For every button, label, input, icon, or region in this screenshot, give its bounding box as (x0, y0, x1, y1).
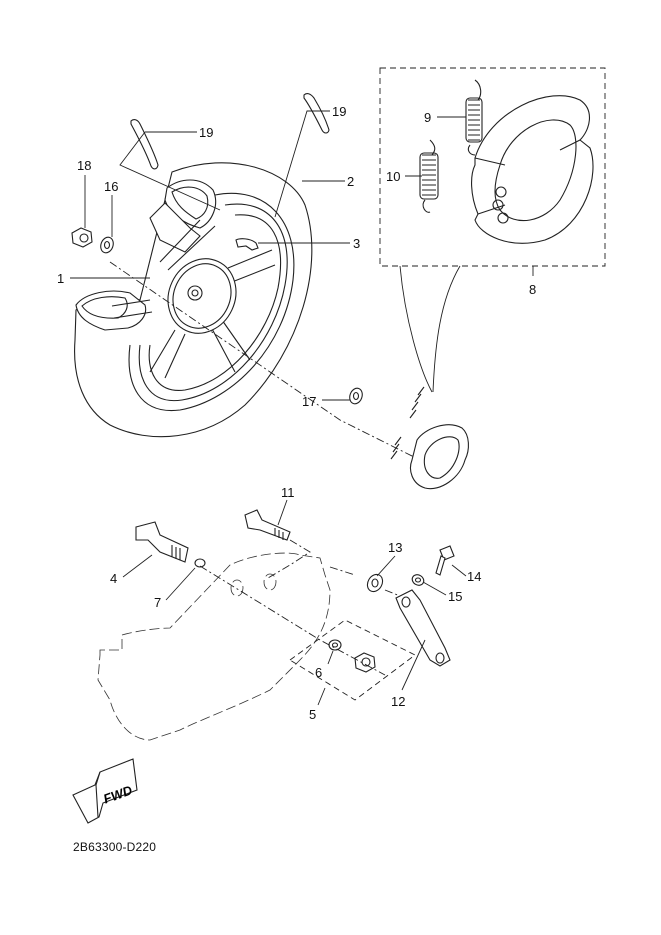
rear-wheel-assembly (74, 162, 313, 438)
shaft-part-4 (135, 521, 189, 563)
indicator-plate-part-13 (366, 573, 384, 593)
swing-arm-hole-a (230, 579, 244, 597)
axle-centerline (109, 261, 421, 461)
brake-shoe-small (390, 386, 469, 490)
washer-part-17 (349, 387, 363, 405)
valve-part (235, 238, 259, 251)
nut-part-5 (354, 652, 376, 673)
callout-7: 7 (154, 595, 161, 610)
callout-12: 12 (391, 694, 405, 709)
nut-kit-box (289, 619, 416, 701)
tire-section-top-inner (171, 186, 209, 220)
callout-3: 3 (353, 236, 360, 251)
bolt-part-14 (435, 545, 455, 576)
balance-weight-part-b (303, 93, 330, 134)
tire-section-bottom-inner (81, 296, 128, 319)
oring-part-7 (194, 558, 206, 568)
callout-11: 11 (281, 485, 295, 500)
rim-inner (148, 214, 282, 391)
callout-5: 5 (309, 707, 316, 722)
callout-9: 9 (424, 110, 431, 125)
callout-19a: 19 (199, 125, 213, 140)
callout-4: 4 (110, 571, 117, 586)
callout-8: 8 (529, 282, 536, 297)
callout-1: 1 (57, 271, 64, 286)
camshaft-centerline (267, 539, 311, 579)
fwd-arrow-icon (72, 758, 138, 824)
callout-13: 13 (388, 540, 402, 555)
callout-14: 14 (467, 569, 481, 584)
callout-19b: 19 (332, 104, 346, 119)
camshaft-part-11 (244, 509, 291, 541)
washer-part-15 (411, 574, 425, 586)
shaft-centerline (199, 565, 386, 676)
rim-outer (138, 203, 288, 402)
callout-18: 18 (77, 158, 91, 173)
callout-2: 2 (347, 174, 354, 189)
callout-6: 6 (315, 665, 322, 680)
spring-part-10 (419, 139, 439, 213)
diagram-code: 2B63300-D220 (73, 840, 157, 854)
tire-sidewall (128, 192, 295, 412)
forward-direction-arrow: FWD (72, 758, 138, 824)
hub-bore (191, 289, 199, 297)
spring-part-9 (465, 79, 483, 156)
washer-part-6 (328, 639, 342, 651)
callout-10: 10 (386, 169, 400, 184)
brake-shoe-kit-box (379, 67, 606, 267)
brake-shoe-detail (471, 95, 594, 244)
swing-arm-hole-b (263, 573, 277, 591)
wheel-hub (167, 258, 237, 334)
tire-section-bottom (75, 290, 147, 331)
detail-leader-lines (399, 265, 461, 393)
callout-17: 17 (302, 394, 316, 409)
nut-part-18 (71, 227, 93, 248)
callout-15: 15 (448, 589, 462, 604)
hub-inner (172, 263, 232, 329)
swing-arm-ghost (97, 552, 331, 741)
callout-16: 16 (104, 179, 118, 194)
washer-part-16 (100, 236, 114, 254)
camshaft-lever-part-12 (395, 589, 451, 667)
leader-lines (70, 110, 534, 706)
wheel-spokes (111, 219, 276, 379)
rim-section-top (149, 202, 201, 253)
balance-weight-part-a (130, 119, 159, 170)
